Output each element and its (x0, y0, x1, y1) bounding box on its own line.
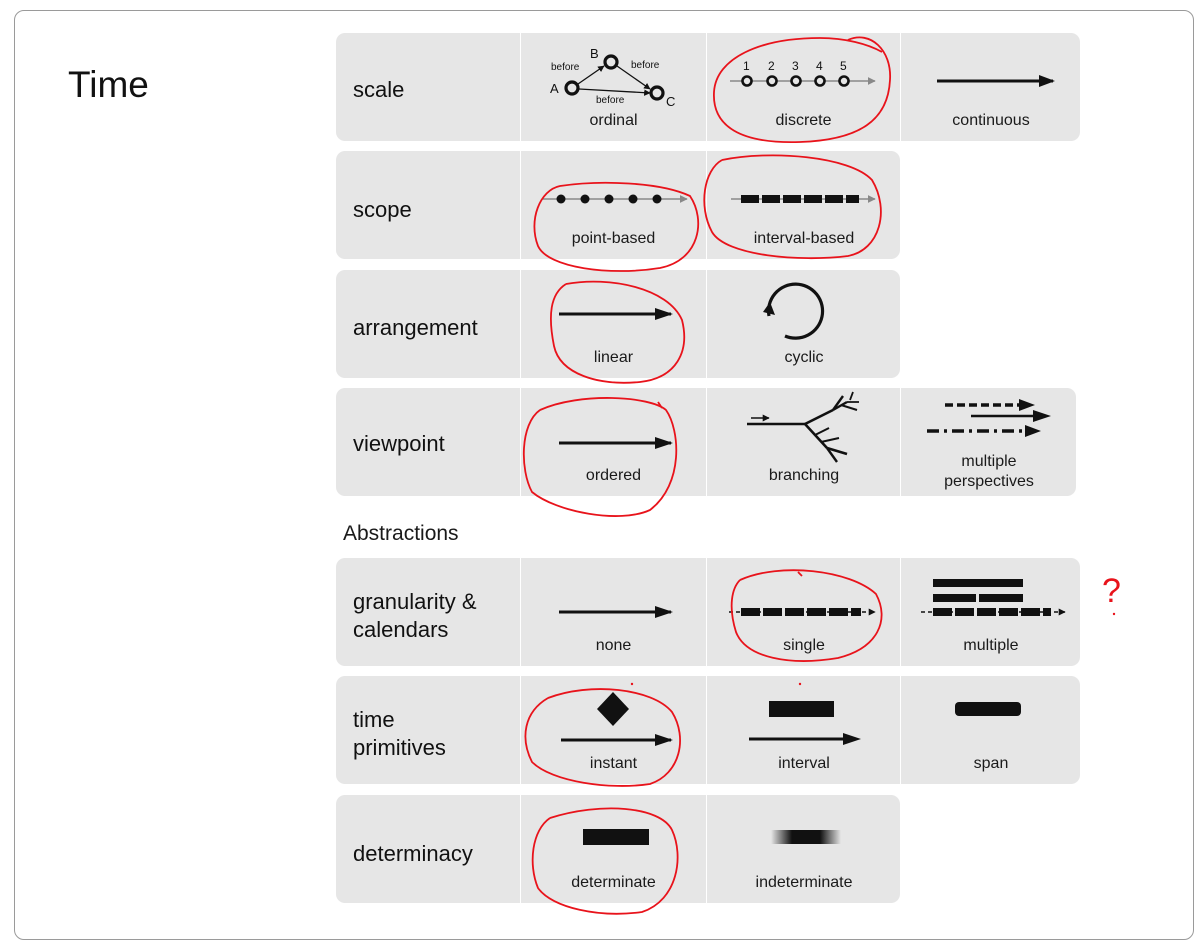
cell-granularity-multiple: multiple (900, 558, 1080, 666)
caption-cyclic: cyclic (784, 349, 824, 366)
caption-branching: branching (768, 467, 840, 484)
caption-multiple-line2: perspectives (944, 473, 1034, 490)
cell-ordered: ordered (520, 388, 706, 496)
label-granularity-line2: calendars (353, 617, 449, 642)
cell-indeterminate: indeterminate (706, 795, 900, 903)
tick-1: 1 (743, 59, 750, 73)
node-a: A (550, 81, 559, 96)
label-primitives-line1: time (353, 707, 395, 732)
cell-determinate: determinate (520, 795, 706, 903)
multiple-perspectives-icon (927, 399, 1051, 437)
section-heading-abstractions: Abstractions (343, 522, 459, 545)
caption-continuous: continuous (952, 112, 1030, 129)
row-label-granularity: granularity & calendars (353, 588, 477, 644)
row-label-time-primitives: time primitives (353, 706, 446, 762)
row-scale: scale A B C before before before ordinal… (336, 33, 1080, 141)
cyclic-circle-icon (763, 282, 825, 340)
branching-tree-icon (747, 391, 859, 463)
edge-label-ac: before (596, 95, 625, 106)
caption-multiple: multiple (963, 637, 1019, 654)
tick-4: 4 (816, 59, 823, 73)
cell-ordinal: A B C before before before ordinal (520, 33, 706, 141)
caption-ordinal: ordinal (589, 112, 638, 129)
label-primitives-line2: primitives (353, 735, 446, 760)
indeterminate-blur-icon (771, 830, 841, 844)
continuous-arrow-icon (937, 75, 1055, 87)
row-scope: scope point-based interval-based (336, 151, 900, 259)
cell-interval-based: interval-based (706, 151, 900, 259)
cell-discrete: 1 2 3 4 5 discrete (706, 33, 900, 141)
caption-linear: linear (593, 349, 634, 366)
caption-instant: instant (589, 755, 638, 772)
row-arrangement: arrangement linear cyclic (336, 270, 900, 378)
tick-3: 3 (792, 59, 799, 73)
cell-cyclic: cyclic (706, 270, 900, 378)
cell-granularity-none: none (520, 558, 706, 666)
cell-granularity-single: single (706, 558, 901, 666)
caption-multiple-perspectives: multiple perspectives (901, 452, 1076, 492)
caption-interval: interval (778, 755, 830, 772)
node-c: C (666, 94, 675, 109)
granularity-multiple-icon (921, 579, 1066, 616)
label-granularity-line1: granularity & (353, 589, 477, 614)
row-label-scope: scope (353, 197, 412, 222)
cell-multiple-perspectives: multiple perspectives (900, 388, 1076, 496)
row-label-viewpoint: viewpoint (353, 431, 445, 456)
caption-indeterminate: indeterminate (755, 874, 853, 891)
row-label-scale: scale (353, 77, 405, 102)
node-b: B (590, 46, 599, 61)
tick-2: 2 (768, 59, 775, 73)
edge-label-bc: before (631, 60, 660, 71)
caption-single: single (783, 637, 825, 654)
row-time-primitives: time primitives instant interval span (336, 676, 1080, 784)
edge-label-ab: before (551, 62, 580, 73)
cell-linear: linear (520, 270, 706, 378)
caption-interval-based: interval-based (753, 230, 855, 247)
row-label-arrangement: arrangement (353, 315, 478, 340)
row-viewpoint: viewpoint ordered branching (336, 388, 1076, 496)
caption-multiple-line1: multiple (961, 453, 1017, 470)
row-granularity: granularity & calendars none single (336, 558, 1080, 666)
page-title: Time (68, 64, 149, 105)
span-bar-icon (955, 702, 1021, 716)
row-label-determinacy: determinacy (353, 841, 473, 866)
ordinal-graph-icon: A B C before before before (550, 46, 675, 109)
caption-point-based: point-based (571, 230, 656, 247)
interval-bar-icon (749, 701, 861, 745)
tick-5: 5 (840, 59, 847, 73)
cell-instant: instant (520, 676, 706, 784)
caption-ordered: ordered (585, 467, 642, 484)
cell-span: span (900, 676, 1080, 784)
caption-none: none (595, 637, 632, 654)
cell-continuous: continuous (900, 33, 1080, 141)
cell-point-based: point-based (520, 151, 706, 259)
cell-interval: interval (706, 676, 901, 784)
caption-determinate: determinate (571, 874, 656, 891)
caption-span: span (973, 755, 1009, 772)
cell-branching: branching (706, 388, 901, 496)
granularity-none-icon (559, 606, 673, 618)
caption-discrete: discrete (775, 112, 832, 129)
row-determinacy: determinacy determinate indeterminate (336, 795, 900, 903)
